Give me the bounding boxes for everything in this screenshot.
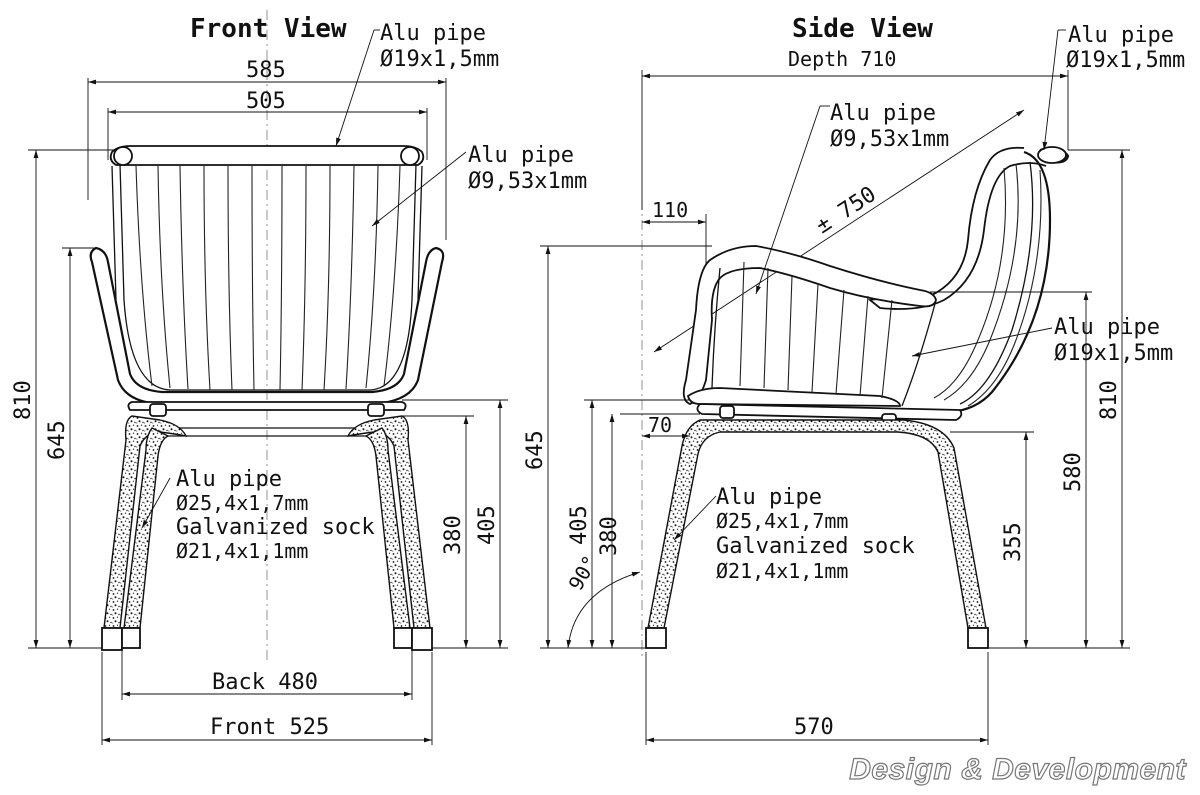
front-leg-sock-label: Galvanized sock <box>176 515 375 540</box>
side-slat-pipe-size: Ø9,53x1mm <box>830 127 949 152</box>
side-base-dimension: 570 <box>645 652 989 745</box>
front-back-pipe-size: Ø19x1,5mm <box>380 47 499 72</box>
side-dim-645: 645 <box>523 430 548 470</box>
footer-brand: Design & Development <box>849 752 1186 786</box>
side-dim-580: 580 <box>1061 452 1086 492</box>
front-callout-back-pipe: Alu pipe Ø19x1,5mm <box>335 21 499 147</box>
side-view: Side View Depth 710 110 ± 750 <box>523 14 1185 745</box>
front-view: Front View 585 505 <box>11 10 587 745</box>
front-dim-645: 645 <box>45 420 70 460</box>
side-angle-dimension: 90° <box>564 551 641 649</box>
side-depth-dimension: Depth 710 <box>641 47 1069 210</box>
front-dim-405: 405 <box>475 505 500 545</box>
front-dim-front: Front 525 <box>210 715 329 740</box>
front-seat-dimensions: 380 405 <box>402 399 508 649</box>
side-callout-leg-pipe: Alu pipe Ø25,4x1,7mm Galvanized sock Ø21… <box>673 485 915 583</box>
side-slat-pipe-label: Alu pipe <box>830 101 936 126</box>
side-view-title: Side View <box>792 14 933 44</box>
front-leg-pipe-size: Ø25,4x1,7mm <box>176 491 308 515</box>
front-dim-380: 380 <box>441 515 466 555</box>
front-back-pipe-label: Alu pipe <box>380 21 486 46</box>
side-frame-pipe-size: Ø19x1,5mm <box>1054 341 1173 366</box>
front-dim-585: 585 <box>246 58 286 83</box>
side-dim-405: 405 <box>567 505 592 545</box>
front-dim-810: 810 <box>11 380 36 420</box>
side-dim-110: 110 <box>652 198 688 222</box>
front-slat-pipe-size: Ø9,53x1mm <box>468 169 587 194</box>
front-callout-leg-pipe: Alu pipe Ø25,4x1,7mm Galvanized sock Ø21… <box>141 467 375 563</box>
side-chair-shell <box>682 146 1070 427</box>
side-legs <box>645 419 989 649</box>
side-leg-pipe-label: Alu pipe <box>716 485 822 510</box>
side-leg-pipe-size: Ø25,4x1,7mm <box>716 509 848 533</box>
side-dim-depth: Depth 710 <box>788 47 896 71</box>
side-right-height-dimensions: 355 580 810 <box>930 149 1130 649</box>
side-dim-355: 355 <box>1001 522 1026 562</box>
front-height-dimensions: 810 645 <box>11 149 116 649</box>
side-leg-sock-size: Ø21,4x1,1mm <box>716 559 848 583</box>
front-width-dimensions: 585 505 <box>87 58 447 240</box>
side-callout-back-pipe: Alu pipe Ø19x1,5mm <box>1042 23 1185 151</box>
side-dim-570: 570 <box>794 715 834 740</box>
front-dim-back: Back 480 <box>212 670 318 695</box>
side-dim-70-group: 70 <box>620 413 700 439</box>
front-view-title: Front View <box>190 14 347 44</box>
front-callout-slat-pipe: Alu pipe Ø9,53x1mm <box>371 143 587 227</box>
side-callout-frame-pipe: Alu pipe Ø19x1,5mm <box>911 315 1173 366</box>
front-dim-505: 505 <box>246 89 286 114</box>
front-leg-pipe-label: Alu pipe <box>176 467 282 492</box>
side-dim-380: 380 <box>597 516 622 556</box>
front-chair-shell <box>89 145 445 417</box>
side-leg-sock-label: Galvanized sock <box>716 534 915 559</box>
side-left-height-dimensions: 645 405 380 <box>523 245 712 649</box>
side-dim-70: 70 <box>648 413 672 437</box>
front-slat-pipe-label: Alu pipe <box>468 143 574 168</box>
side-dim-810: 810 <box>1097 380 1122 420</box>
side-frame-pipe-label: Alu pipe <box>1054 315 1160 340</box>
side-dim-110-group: 110 <box>642 198 707 270</box>
side-callout-slat-pipe: Alu pipe Ø9,53x1mm <box>755 101 949 295</box>
side-back-pipe-label: Alu pipe <box>1068 23 1174 48</box>
side-back-pipe-size: Ø19x1,5mm <box>1066 48 1185 73</box>
side-dim-angle: 90° <box>564 551 603 594</box>
front-leg-sock-size: Ø21,4x1,1mm <box>176 539 308 563</box>
front-base-dimensions: Back 480 Front 525 <box>101 650 433 745</box>
front-legs <box>101 415 433 651</box>
